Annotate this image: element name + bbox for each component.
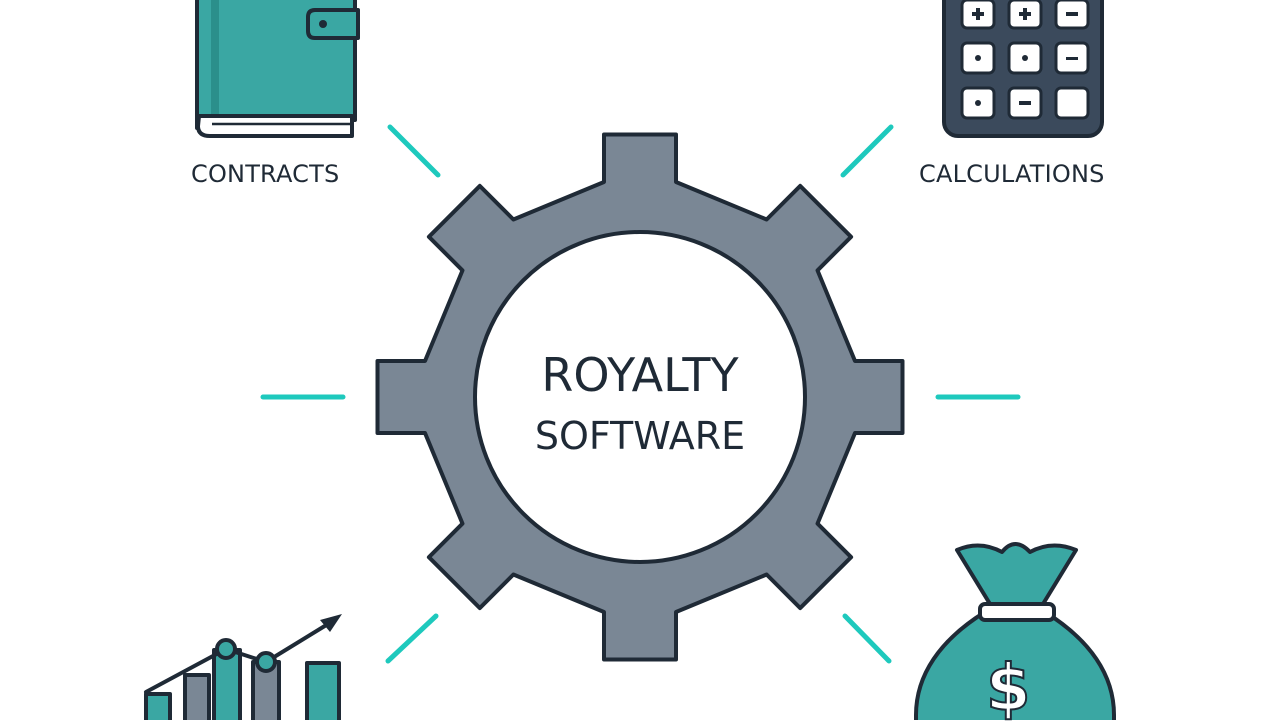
connectors <box>260 124 1021 664</box>
center-title-line1: ROYALTY <box>541 348 739 402</box>
money-bag-icon <box>914 542 1116 720</box>
connector-analytics <box>385 613 439 664</box>
bar-chart-icon <box>144 614 342 720</box>
connector-calculations <box>840 124 894 178</box>
calculator-icon <box>942 0 1104 138</box>
dollar-sign-icon: $ <box>985 651 1032 726</box>
book-icon <box>195 0 360 138</box>
connector-payments <box>842 613 892 664</box>
label-calculations: CALCULATIONS <box>919 160 1105 188</box>
center-title-line2: SOFTWARE <box>534 414 746 458</box>
connector-contracts <box>387 124 441 178</box>
gear-icon <box>375 132 905 662</box>
label-contracts: CONTRACTS <box>191 160 340 188</box>
